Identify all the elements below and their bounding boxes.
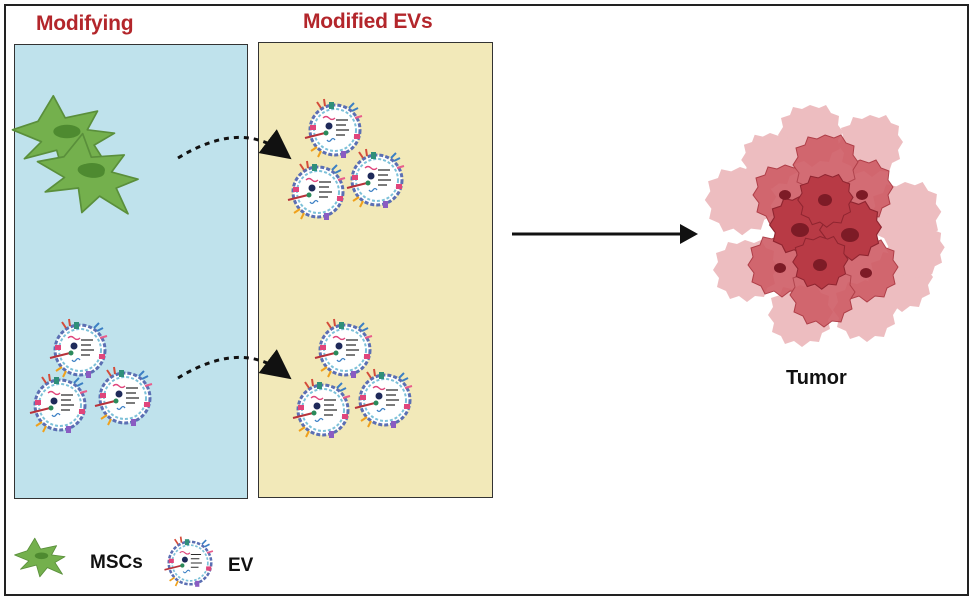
legend-msc-label: MSCs bbox=[90, 552, 143, 573]
legend-ev-icon bbox=[163, 535, 215, 589]
msc-cell-icon bbox=[11, 94, 145, 221]
dotted-arrow-top bbox=[177, 129, 292, 160]
tumor-label: Tumor bbox=[786, 367, 847, 389]
modifying-heading: Modifying bbox=[36, 12, 134, 35]
dotted-arrow-bottom bbox=[177, 349, 292, 380]
figure-frame bbox=[4, 4, 969, 596]
tumor-mass-icon bbox=[704, 105, 945, 347]
ev-cluster-unmodified bbox=[28, 317, 154, 435]
modified-evs-heading: Modified EVs bbox=[303, 10, 433, 33]
ev-cluster-modified-top bbox=[286, 97, 406, 222]
ev-cluster-modified-bottom bbox=[291, 317, 414, 440]
legend-ev-label: EV bbox=[228, 555, 254, 576]
legend-msc-icon bbox=[14, 537, 66, 578]
